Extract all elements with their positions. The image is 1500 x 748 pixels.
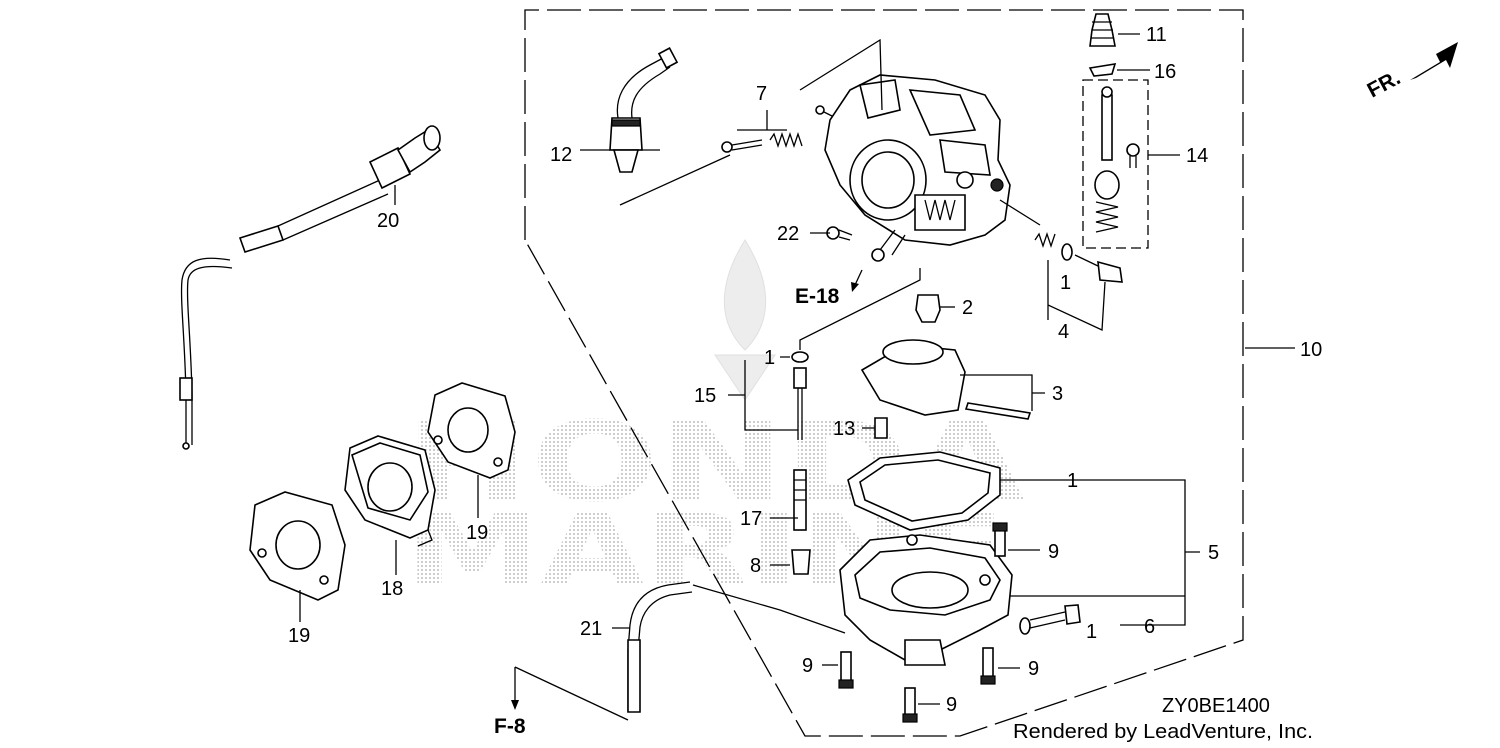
callout-5: 5 xyxy=(1208,542,1219,564)
part-2-vent-connector xyxy=(915,294,941,323)
part-6-drain-screw xyxy=(1019,604,1081,635)
screw-9c xyxy=(980,647,996,685)
part-8-main-jet xyxy=(791,549,811,575)
callout-19-right: 19 xyxy=(466,522,488,544)
callout-14: 14 xyxy=(1186,145,1208,167)
screw-9d xyxy=(902,687,918,723)
diagram-code: ZY0BE1400 xyxy=(1162,695,1270,717)
front-direction-indicator: FR. xyxy=(1364,42,1458,102)
callout-7: 7 xyxy=(756,83,767,105)
callout-9-bottom: 9 xyxy=(946,694,957,716)
part-20-choke-cable xyxy=(179,125,442,450)
callout-12: 12 xyxy=(550,144,572,166)
callout-1-valve: 1 xyxy=(764,347,775,369)
part-21-drain-tube xyxy=(627,581,693,713)
callout-21: 21 xyxy=(580,618,602,640)
part-13-screw xyxy=(874,417,888,439)
front-label: FR. xyxy=(1364,66,1405,102)
part-3-float xyxy=(860,339,1032,420)
part-11-cap xyxy=(1089,13,1116,47)
part-22-screw xyxy=(826,226,853,241)
callout-9-top: 9 xyxy=(1048,541,1059,563)
part-4-throttle-stop-screw-set xyxy=(999,199,1123,283)
part-15-float-valve xyxy=(791,351,809,440)
assembly-outline xyxy=(524,9,1244,737)
callout-11: 11 xyxy=(1146,24,1167,46)
carburetor-body xyxy=(799,38,1011,262)
callout-16: 16 xyxy=(1154,61,1176,83)
part-12-fuel-fitting xyxy=(609,47,679,173)
callout-4: 4 xyxy=(1058,321,1069,343)
callout-19-left: 19 xyxy=(288,625,310,647)
screw-9a xyxy=(992,522,1008,557)
callout-17: 17 xyxy=(740,508,762,530)
callout-20: 20 xyxy=(377,210,399,232)
callout-6: 6 xyxy=(1144,616,1155,638)
part-5-float-chamber xyxy=(839,534,1013,666)
callout-1-carb: 1 xyxy=(1060,272,1071,294)
part-9-screws xyxy=(838,522,1008,723)
part-17-main-jet-holder xyxy=(793,469,807,531)
callout-13: 13 xyxy=(833,418,855,440)
callout-3: 3 xyxy=(1052,383,1063,405)
callout-1-drain: 1 xyxy=(1086,621,1097,643)
callout-18: 18 xyxy=(381,578,403,600)
part-19-insulator-gasket-left xyxy=(249,491,346,601)
reference-e18[interactable]: E-18 xyxy=(795,285,840,308)
part-19-insulator-gasket-right xyxy=(427,382,516,479)
front-arrow-icon xyxy=(1410,42,1458,80)
callout-1-gasket: 1 xyxy=(1067,470,1078,492)
part-16-clip xyxy=(1088,63,1117,77)
callout-15: 15 xyxy=(694,385,716,407)
reference-f8[interactable]: F-8 xyxy=(494,715,526,738)
callout-22: 22 xyxy=(777,223,799,245)
callout-9-right: 9 xyxy=(1028,658,1039,680)
callout-2: 2 xyxy=(962,297,973,319)
leader-lines xyxy=(299,33,1295,721)
callout-10: 10 xyxy=(1300,339,1322,361)
callout-8: 8 xyxy=(750,555,761,577)
part-18-carburetor-insulator xyxy=(344,435,436,547)
part-14-jet-needle-set xyxy=(1082,79,1149,249)
part-7-pilot-screw-set xyxy=(721,105,851,153)
screw-9b xyxy=(838,651,854,689)
callout-9-left: 9 xyxy=(802,655,813,677)
callout-labels: 11 16 14 12 7 20 22 2 1 4 10 1 15 3 13 1… xyxy=(288,24,1322,716)
float-chamber-gasket xyxy=(847,451,1001,531)
credit-text: Rendered by LeadVenture, Inc. xyxy=(1013,721,1313,743)
